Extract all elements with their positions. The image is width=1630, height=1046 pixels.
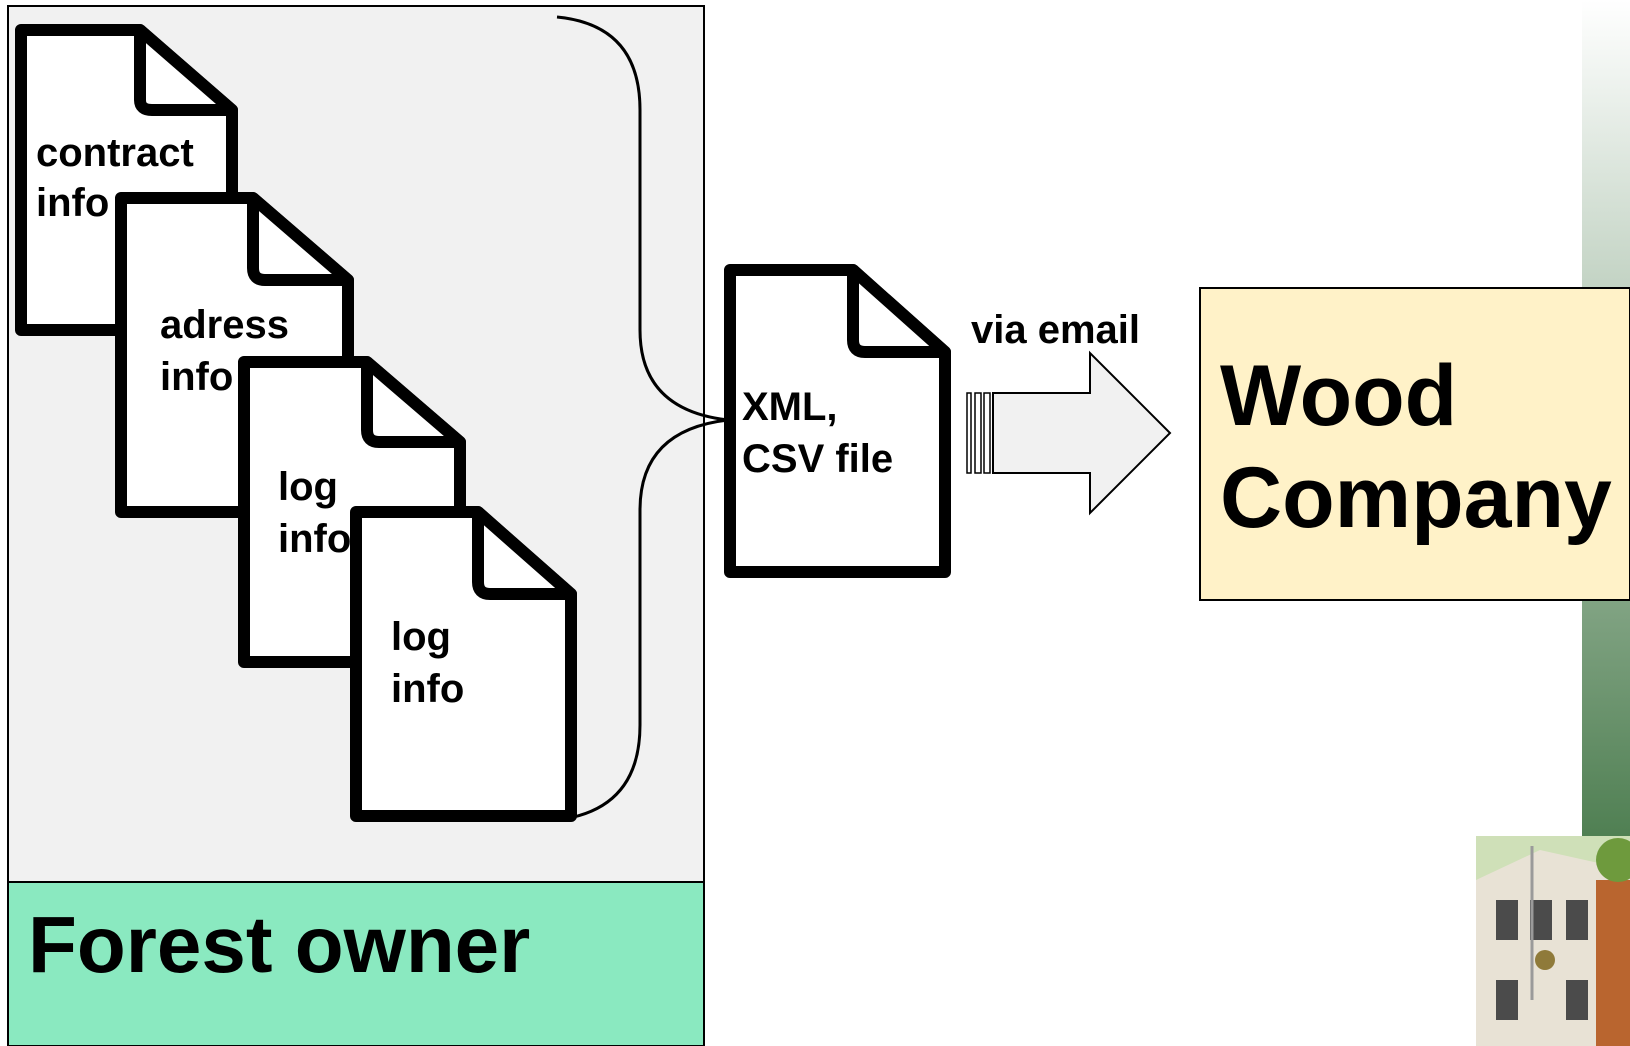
log-info-2-label-line1: log bbox=[391, 615, 451, 659]
adress-info-label-line2: info bbox=[160, 355, 233, 399]
building-photo bbox=[1476, 836, 1630, 1046]
forest-owner-label-box bbox=[7, 881, 705, 1046]
via-email-label: via email bbox=[971, 308, 1140, 352]
wood-company-label-line1: Wood bbox=[1220, 348, 1457, 444]
xml-csv-label-line2: CSV file bbox=[742, 437, 893, 481]
wood-company-label-line2: Company bbox=[1220, 450, 1612, 546]
xml-csv-label-line1: XML, bbox=[742, 385, 838, 429]
log-info-1-label-line2: info bbox=[278, 517, 351, 561]
log-info-2-label-line2: info bbox=[391, 667, 464, 711]
xml-csv-file-document: XML, CSV file bbox=[724, 264, 951, 578]
contract-info-label-line2: info bbox=[36, 181, 109, 225]
log-info-document-2: log info bbox=[350, 506, 577, 822]
adress-info-label-line1: adress bbox=[160, 303, 289, 347]
transfer-arrow bbox=[966, 350, 1172, 516]
wood-company-box bbox=[1199, 287, 1630, 601]
contract-info-label-line1: contract bbox=[36, 131, 194, 175]
forest-owner-label: Forest owner bbox=[28, 900, 530, 989]
log-info-1-label-line1: log bbox=[278, 465, 338, 509]
